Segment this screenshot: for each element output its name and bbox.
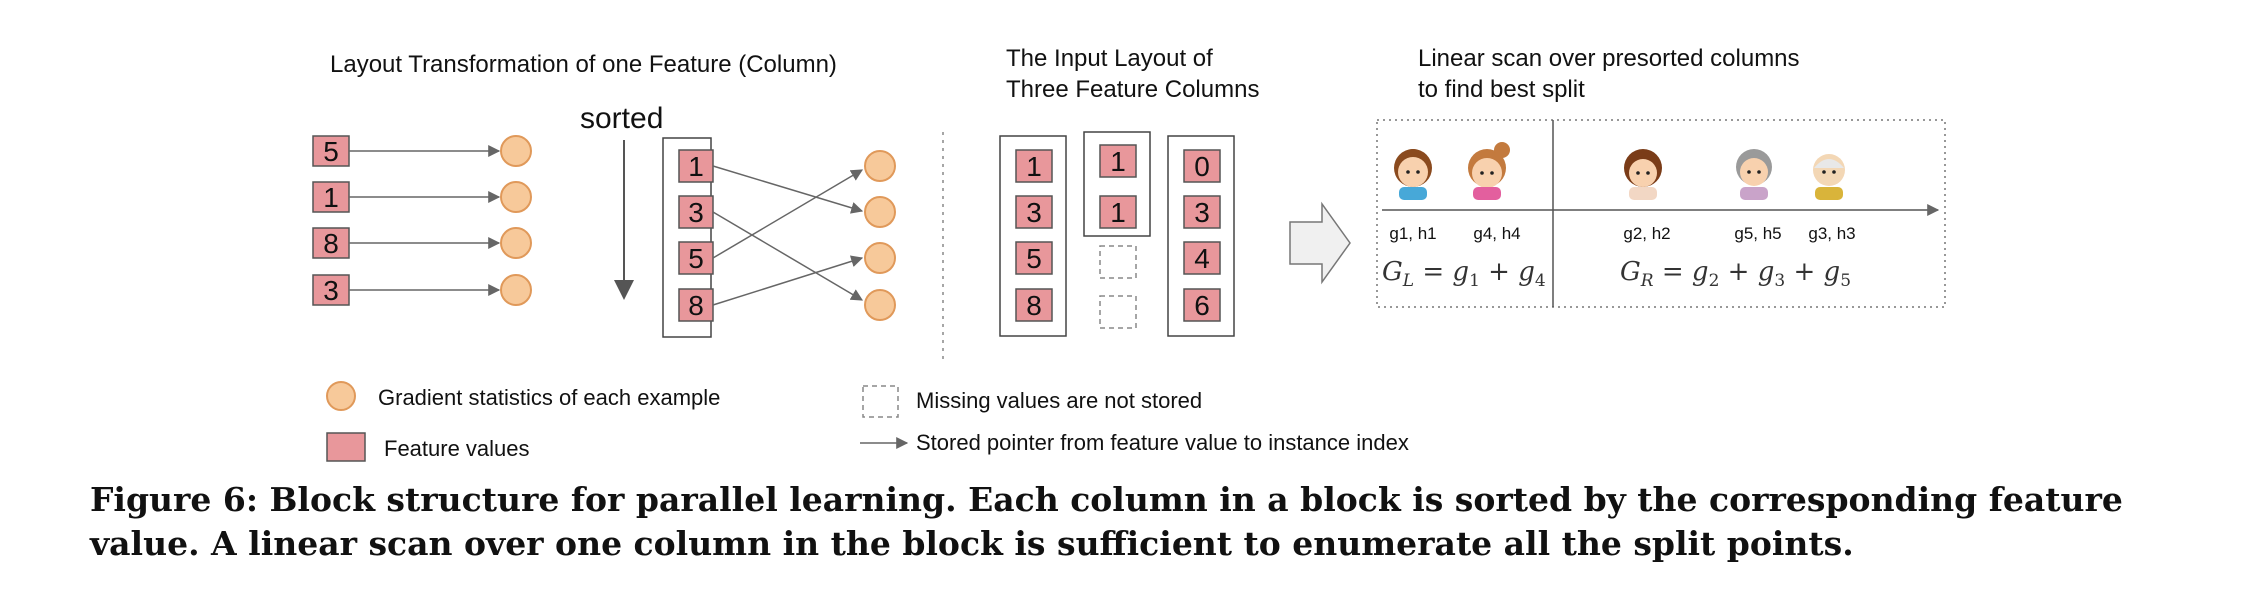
unsorted-column: 5 1 8 3 <box>312 135 350 306</box>
gradient-circle <box>864 150 896 182</box>
feature-value: 4 <box>1194 243 1210 274</box>
feature-value: 1 <box>1110 197 1126 228</box>
gradient-circle <box>864 196 896 228</box>
feature-value: 5 <box>1026 243 1042 274</box>
pointer-arrow <box>712 169 864 259</box>
gl-formula: GL = g1 + g4 <box>1382 257 1546 291</box>
feature-cell: 8 <box>312 227 350 259</box>
feature-value: 8 <box>1026 290 1042 321</box>
panel3-title-line1: Linear scan over presorted columns <box>1418 45 1800 72</box>
feature-value: 3 <box>688 197 704 228</box>
legend-gradient-icon <box>326 381 356 411</box>
gradient-circle <box>500 135 532 167</box>
gradient-circle <box>500 227 532 259</box>
grandmother-icon <box>1736 149 1772 200</box>
boy-icon <box>1394 149 1432 200</box>
feature-cell: 8 <box>1015 288 1053 322</box>
feature-cell: 8 <box>678 288 714 322</box>
panel2-title-line2: Three Feature Columns <box>1006 76 1259 103</box>
gh-label: g3, h3 <box>1808 224 1855 243</box>
sorted-column: 1 3 5 8 <box>678 149 714 322</box>
feature-column-block <box>999 135 1067 337</box>
gh-label: g1, h1 <box>1389 224 1436 243</box>
feature-value: 1 <box>688 151 704 182</box>
gradient-circle <box>864 289 896 321</box>
feature-value: 3 <box>1026 197 1042 228</box>
sorted-block <box>662 137 712 338</box>
legend-gradient-label: Gradient statistics of each example <box>378 385 720 410</box>
legend-missing-icon <box>862 385 899 418</box>
feature-value: 8 <box>323 228 339 259</box>
gh-label: g4, h4 <box>1473 224 1520 243</box>
feature-column-block <box>1083 131 1151 237</box>
legend-missing-label: Missing values are not stored <box>916 388 1202 413</box>
girl-pigtails-icon <box>1468 142 1510 200</box>
feature-cell: 5 <box>678 241 714 275</box>
gh-label: g5, h5 <box>1734 224 1781 243</box>
legend-feature-label: Feature values <box>384 436 530 461</box>
feature-value: 6 <box>1194 290 1210 321</box>
woman-icon <box>1624 149 1662 200</box>
feature-value: 1 <box>323 182 339 213</box>
feature-column-3: 0 3 4 6 <box>1183 149 1221 322</box>
gradient-circle <box>500 274 532 306</box>
feature-column-1: 1 3 5 8 <box>1015 149 1053 322</box>
pointer-arrow <box>712 165 864 214</box>
feature-cell: 6 <box>1183 288 1221 322</box>
gh-label: g2, h2 <box>1623 224 1670 243</box>
feature-cell: 1 <box>1099 195 1137 229</box>
feature-cell: 3 <box>678 195 714 229</box>
feature-cell: 5 <box>1015 241 1053 275</box>
panel1-title: Layout Transformation of one Feature (Co… <box>330 51 837 78</box>
feature-cell: 1 <box>678 149 714 183</box>
feature-cell: 0 <box>1183 149 1221 183</box>
sorted-label: sorted <box>580 102 663 135</box>
panel3-title-line2: to find best split <box>1418 76 1585 103</box>
instance-circles-right <box>864 150 896 321</box>
straight-pointers <box>349 145 501 296</box>
instance-circles-left <box>500 135 532 306</box>
feature-value: 0 <box>1194 151 1210 182</box>
feature-cell: 4 <box>1183 241 1221 275</box>
feature-value: 1 <box>1026 151 1042 182</box>
feature-value: 3 <box>323 275 339 306</box>
feature-cell: 5 <box>312 135 350 167</box>
feature-value: 5 <box>323 136 339 167</box>
feature-cell: 1 <box>1015 149 1053 183</box>
feature-cell: 3 <box>1183 195 1221 229</box>
gradient-circle <box>500 181 532 213</box>
figure-caption: Figure 6: Block structure for parallel l… <box>90 480 2123 563</box>
transition-arrow-icon <box>1289 201 1351 285</box>
feature-column-2: 1 1 <box>1099 144 1137 329</box>
scan-region-frame <box>1376 119 1946 308</box>
feature-cell: 1 <box>312 181 350 213</box>
feature-cell: 3 <box>312 274 350 306</box>
grandfather-icon <box>1813 154 1845 200</box>
gradient-circle <box>864 242 896 274</box>
feature-value: 5 <box>688 243 704 274</box>
feature-column-block <box>1167 135 1235 337</box>
feature-cell: 1 <box>1099 144 1137 178</box>
missing-value-cell <box>1099 295 1137 329</box>
legend-feature-icon <box>326 432 366 462</box>
feature-cell: 3 <box>1015 195 1053 229</box>
feature-value: 8 <box>688 290 704 321</box>
gr-formula: GR = g2 + g3 + g5 <box>1620 257 1851 291</box>
crossing-pointers <box>712 165 864 306</box>
feature-value: 1 <box>1110 146 1126 177</box>
pointer-arrow <box>712 255 864 306</box>
panel2-title-line1: The Input Layout of <box>1006 45 1213 72</box>
legend-pointer-label: Stored pointer from feature value to ins… <box>916 430 1409 455</box>
missing-value-cell <box>1099 245 1137 279</box>
pointer-arrow <box>712 211 864 301</box>
feature-value: 3 <box>1194 197 1210 228</box>
